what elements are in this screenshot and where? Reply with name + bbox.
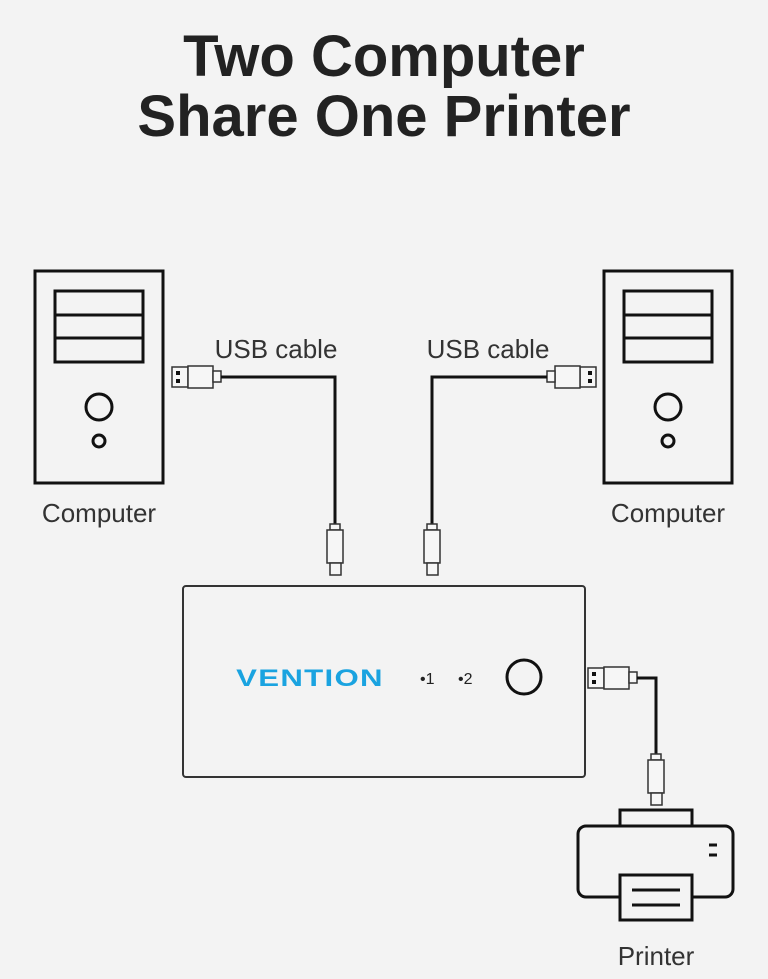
- cable-right-label: USB cable: [427, 334, 550, 364]
- printer-label: Printer: [618, 941, 695, 971]
- computer-left-icon: [33, 269, 165, 485]
- port-2-indicator: •2: [458, 671, 473, 688]
- computer-right-label: Computer: [611, 498, 725, 528]
- printer-icon: [576, 808, 735, 922]
- computer-right-icon: [602, 269, 734, 485]
- cable-left-label: USB cable: [215, 334, 338, 364]
- vention-logo: VENTION: [236, 664, 384, 691]
- computer-left-label: Computer: [42, 498, 156, 528]
- title-line-2: Share One Printer: [137, 84, 630, 149]
- switch-button-icon: [505, 658, 543, 696]
- usb-cable-right-icon: [423, 365, 597, 576]
- title-line-1: Two Computer: [183, 24, 585, 89]
- usb-cable-printer-icon: [587, 666, 665, 806]
- usb-cable-left-icon: [171, 365, 344, 576]
- usb-switch-box: VENTION •1 •2: [182, 585, 586, 778]
- port-1-indicator: •1: [420, 671, 435, 688]
